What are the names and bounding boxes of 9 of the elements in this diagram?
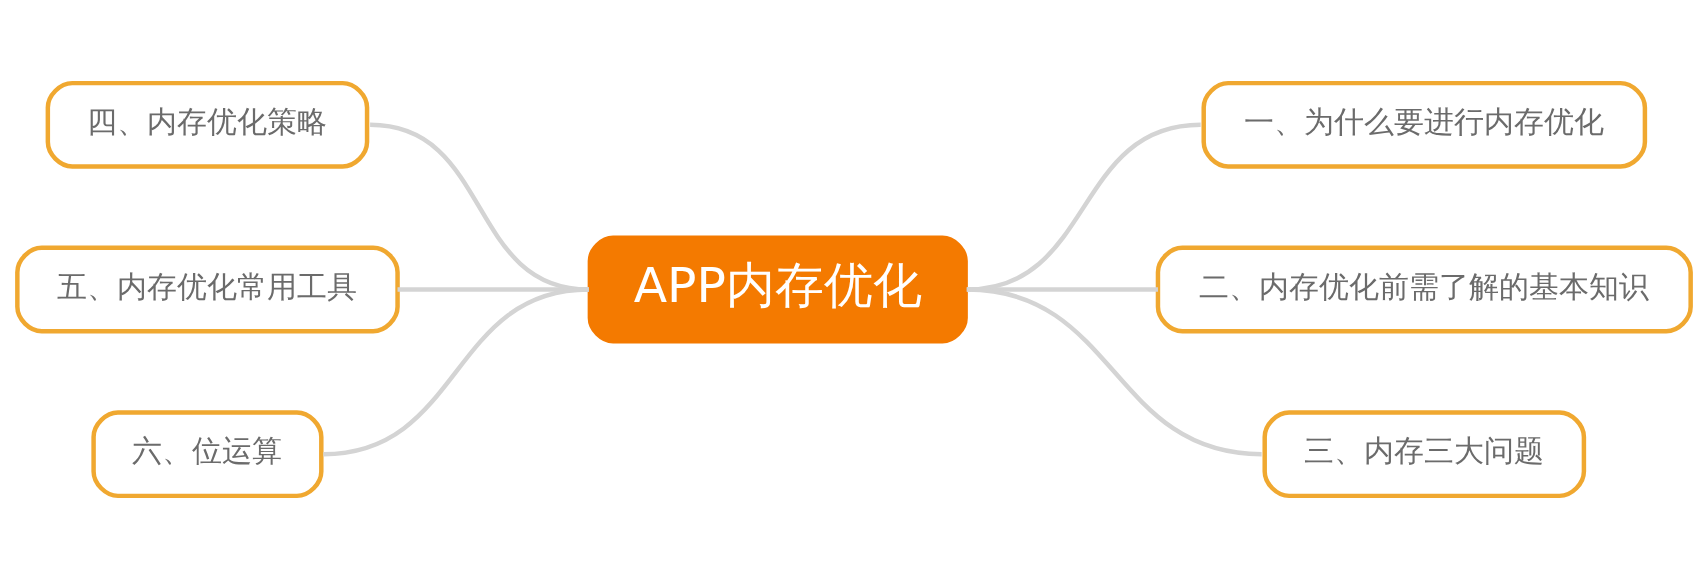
connector xyxy=(966,286,1262,456)
node-box: 三、内存三大问题 xyxy=(1262,409,1587,498)
node-box: 四、内存优化策略 xyxy=(45,80,370,169)
node-box: 二、内存优化前需了解的基本知识 xyxy=(1155,245,1693,333)
connector xyxy=(323,286,589,456)
node-box: APP内存优化 xyxy=(587,235,968,343)
node-box: 五、内存优化常用工具 xyxy=(15,245,400,333)
node-box: 一、为什么要进行内存优化 xyxy=(1201,80,1648,169)
node-box: 六、位运算 xyxy=(91,409,324,498)
